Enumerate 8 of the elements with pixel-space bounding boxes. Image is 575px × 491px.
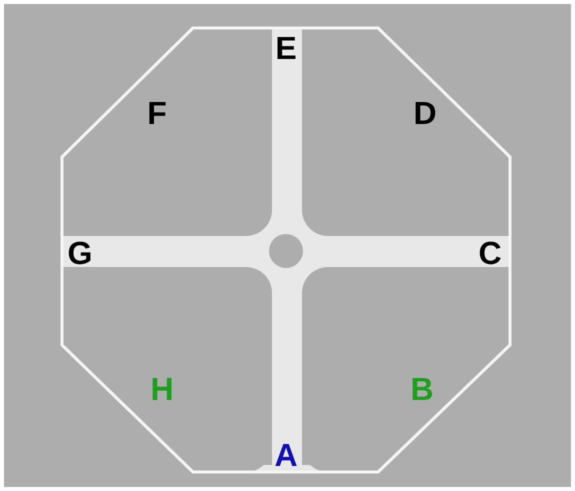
point-label: G [68,237,92,269]
point-label: C [478,237,502,269]
point-label: H [150,373,174,405]
point-label: D [413,97,437,129]
point-label: B [410,373,434,405]
point-label: F [147,97,167,129]
point-label: E [275,32,297,64]
point-label: A [274,439,298,471]
